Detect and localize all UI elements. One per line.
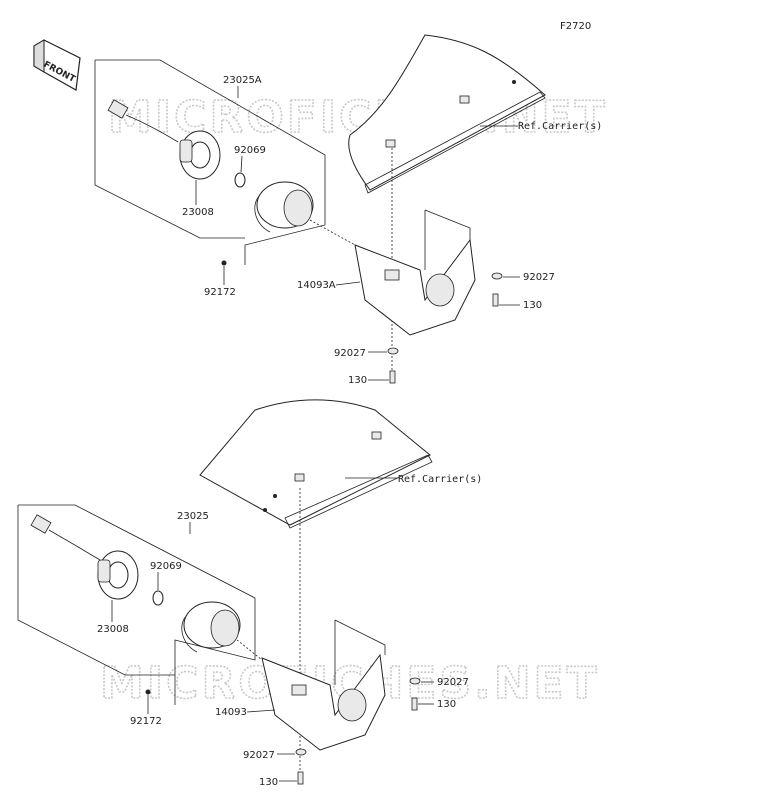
lower-bolt-side	[411, 697, 418, 711]
front-arrow-icon: FRONT	[33, 39, 81, 91]
upper-washer-side	[491, 272, 503, 280]
lower-ref-label: Ref.Carrier(s)	[398, 474, 482, 485]
lower-washer-bottom-label: 92027	[243, 750, 275, 761]
lower-group: Ref.Carrier(s) 23025 92069 2300	[17, 399, 482, 788]
lower-bracket-label: 14093	[215, 707, 247, 718]
lower-bolt-bottom	[297, 771, 304, 785]
upper-bracket	[354, 238, 476, 336]
lower-connector	[30, 514, 52, 534]
upper-connector	[107, 99, 129, 119]
upper-bolt-side-label: 130	[523, 300, 542, 311]
upper-assembly-label: 23025A	[223, 75, 262, 86]
upper-assembly-frame	[95, 59, 326, 265]
upper-ref-label: Ref.Carrier(s)	[518, 121, 602, 132]
lower-bulb	[152, 590, 164, 606]
lower-clip-label: 92172	[130, 716, 162, 727]
upper-clip-label: 92172	[204, 287, 236, 298]
lower-washer-side	[409, 677, 421, 685]
upper-carrier	[348, 34, 546, 191]
upper-bracket-label: 14093A	[297, 280, 336, 291]
upper-washer-bottom-label: 92027	[334, 348, 366, 359]
lower-washer-side-label: 92027	[437, 677, 469, 688]
lower-assembly-frame	[18, 504, 256, 705]
upper-socket-label: 23008	[182, 207, 214, 218]
lower-bolt-side-label: 130	[437, 699, 456, 710]
upper-bulb-label: 92069	[234, 145, 266, 156]
lower-assembly-label: 23025	[177, 511, 209, 522]
upper-clip	[221, 260, 227, 266]
upper-bulb	[234, 172, 246, 188]
lower-washer-bottom	[295, 748, 307, 756]
lower-bracket	[261, 653, 386, 751]
upper-bolt-bottom	[389, 370, 396, 384]
lower-carrier	[199, 399, 431, 526]
lower-socket-label: 23008	[97, 624, 129, 635]
upper-washer-bottom	[387, 347, 399, 355]
figure-id: F2720	[560, 21, 591, 32]
upper-group: Ref.Carrier(s) 23025A 92069 230	[94, 34, 602, 386]
lower-clip	[145, 689, 151, 695]
upper-bolt-side	[492, 293, 499, 307]
upper-washer-side-label: 92027	[523, 272, 555, 283]
upper-bolt-bottom-label: 130	[348, 375, 367, 386]
lower-bulb-label: 92069	[150, 561, 182, 572]
lower-bolt-bottom-label: 130	[259, 777, 278, 788]
